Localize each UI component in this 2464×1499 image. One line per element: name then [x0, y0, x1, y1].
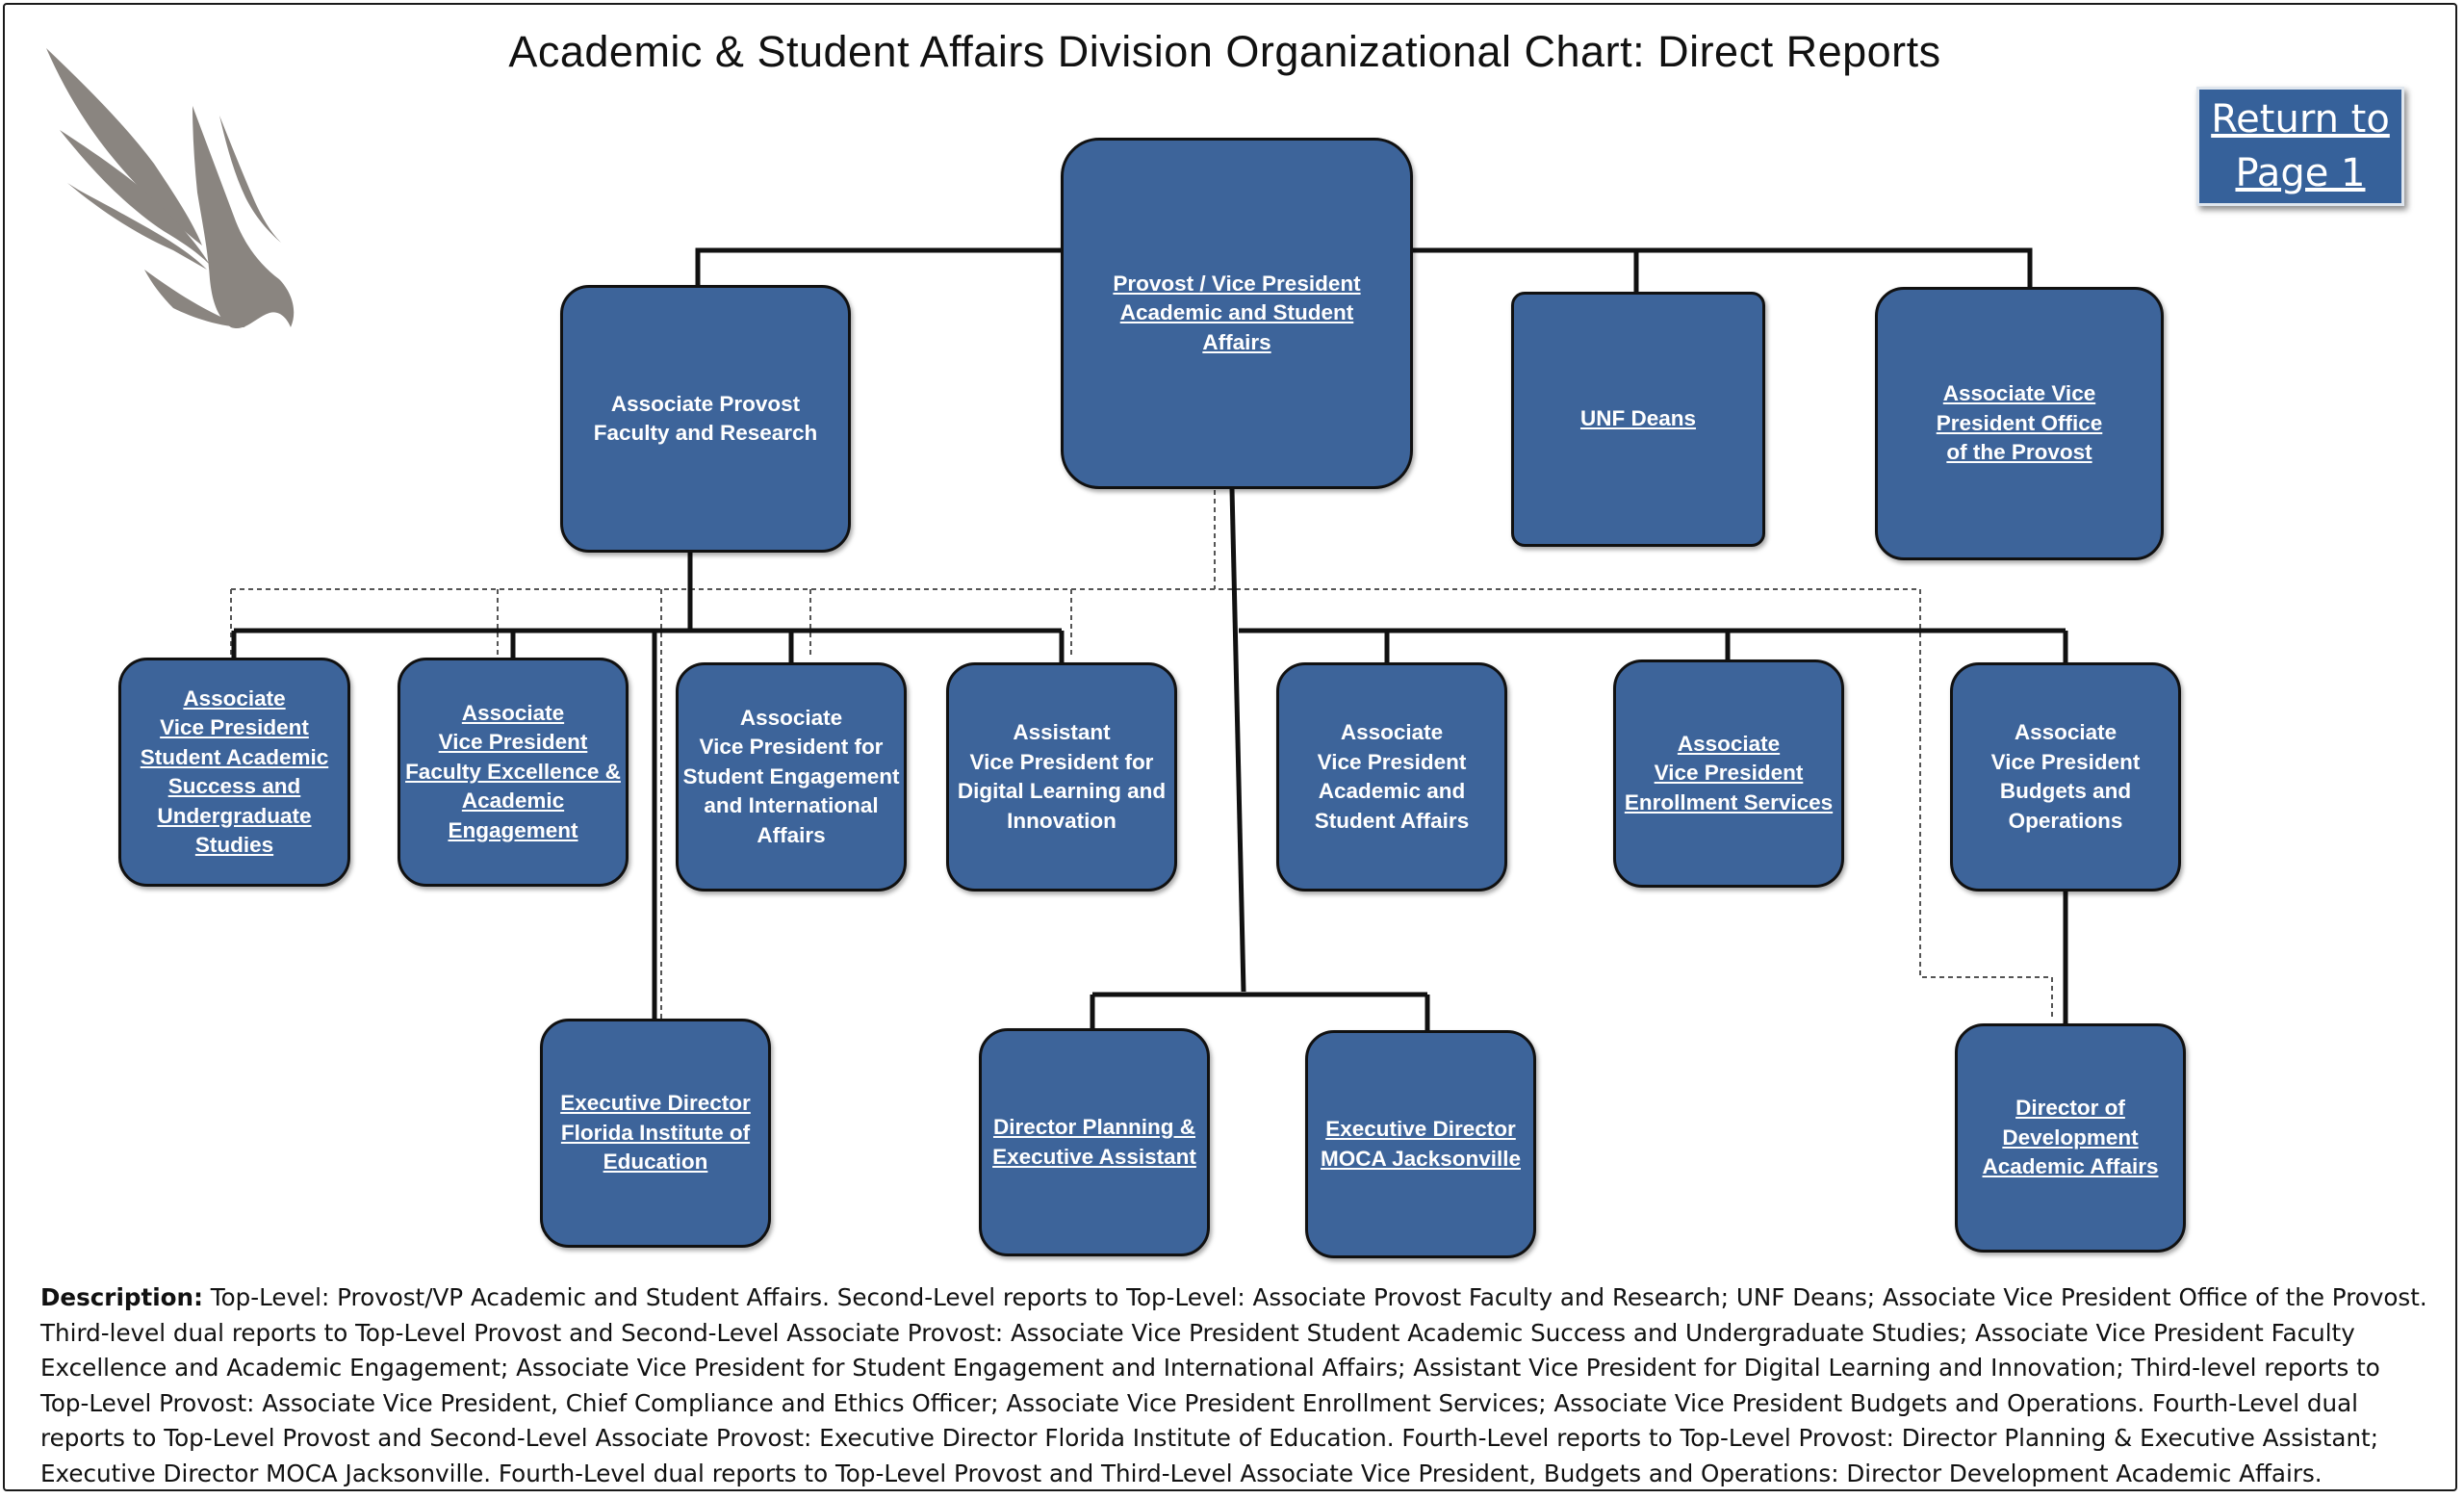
- node-provost-label[interactable]: Provost / Vice President Academic and St…: [1113, 271, 1361, 354]
- description-text: Description: Top-Level: Provost/VP Acade…: [40, 1280, 2427, 1492]
- description-body: Top-Level: Provost/VP Academic and Stude…: [40, 1283, 2427, 1487]
- node-avp-faculty-excellence[interactable]: Associate Vice President Faculty Excelle…: [398, 658, 629, 887]
- node-avp-enrollment-label[interactable]: Associate Vice President Enrollment Serv…: [1624, 731, 1834, 814]
- osprey-logo-icon: [46, 48, 295, 329]
- node-associate-provost: Associate Provost Faculty and Research: [560, 285, 851, 553]
- node-avp-student-engagement-label: Associate Vice President for Student Eng…: [682, 705, 900, 847]
- node-avp-office-provost[interactable]: Associate Vice President Office of the P…: [1875, 287, 2164, 560]
- page-frame: [3, 3, 2457, 1491]
- node-dir-development-label[interactable]: Director of Development Academic Affairs: [1982, 1096, 2159, 1179]
- node-dir-development[interactable]: Director of Development Academic Affairs: [1955, 1023, 2186, 1253]
- node-avp-student-success[interactable]: Associate Vice President Student Academi…: [118, 658, 350, 887]
- description-label: Description:: [40, 1283, 203, 1311]
- node-avp-enrollment[interactable]: Associate Vice President Enrollment Serv…: [1613, 659, 1844, 888]
- node-provost[interactable]: Provost / Vice President Academic and St…: [1061, 138, 1413, 489]
- node-associate-provost-label: Associate Provost Faculty and Research: [593, 391, 818, 446]
- node-unf-deans-label[interactable]: UNF Deans: [1579, 406, 1697, 431]
- node-avp-budgets-label: Associate Vice President Budgets and Ope…: [1990, 720, 2141, 833]
- node-avp-office-provost-label[interactable]: Associate Vice President Office of the P…: [1936, 381, 2103, 465]
- node-exec-dir-moca-label[interactable]: Executive Director MOCA Jacksonville: [1321, 1117, 1521, 1171]
- node-avp-academic-student-affairs: Associate Vice President Academic and St…: [1276, 662, 1507, 892]
- node-dir-planning-label[interactable]: Director Planning & Executive Assistant: [992, 1115, 1196, 1169]
- return-to-page-1-button[interactable]: Return to Page 1: [2196, 87, 2404, 206]
- node-avp-student-success-label[interactable]: Associate Vice President Student Academi…: [140, 685, 329, 858]
- node-avp-student-engagement: Associate Vice President for Student Eng…: [676, 662, 907, 892]
- node-unf-deans[interactable]: UNF Deans: [1511, 292, 1765, 547]
- node-dir-planning[interactable]: Director Planning & Executive Assistant: [979, 1028, 1210, 1256]
- node-avp-academic-student-affairs-label: Associate Vice President Academic and St…: [1314, 720, 1470, 833]
- node-asst-vp-digital: Assistant Vice President for Digital Lea…: [946, 662, 1177, 892]
- node-avp-faculty-excellence-label[interactable]: Associate Vice President Faculty Excelle…: [405, 700, 621, 842]
- node-asst-vp-digital-label: Assistant Vice President for Digital Lea…: [957, 720, 1167, 833]
- node-avp-budgets: Associate Vice President Budgets and Ope…: [1950, 662, 2181, 892]
- node-exec-dir-fie-label[interactable]: Executive Director Florida Institute of …: [560, 1091, 751, 1175]
- dual-report-lines: [230, 481, 2053, 1021]
- node-exec-dir-moca[interactable]: Executive Director MOCA Jacksonville: [1305, 1030, 1536, 1258]
- node-exec-dir-fie[interactable]: Executive Director Florida Institute of …: [540, 1019, 771, 1248]
- page-title: Academic & Student Affairs Division Orga…: [508, 27, 1941, 76]
